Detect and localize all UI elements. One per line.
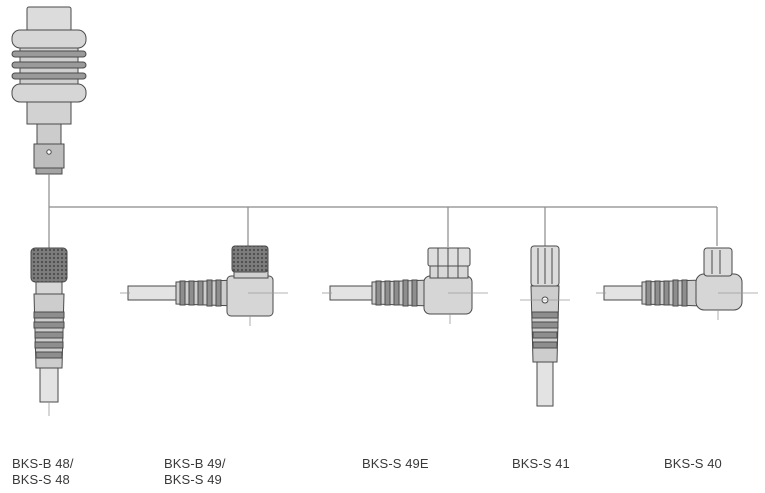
label-bks-s49e-line1: BKS-S 49E xyxy=(362,456,429,471)
connector-bks-b48-icon xyxy=(30,247,68,403)
label-bks-s41-line1: BKS-S 41 xyxy=(512,456,570,471)
label-bks-b49-line1: BKS-B 49/ xyxy=(164,456,226,471)
connector-bks-s49e-icon xyxy=(329,247,473,315)
connector-bks-s49e-axis xyxy=(322,292,488,324)
label-bks-b48-line1: BKS-B 48/ xyxy=(12,456,74,471)
label-bks-b49-line2: BKS-S 49 xyxy=(164,472,222,487)
connector-bks-s40-icon xyxy=(603,247,743,311)
label-bks-b49: BKS-B 49/ BKS-S 49 xyxy=(164,456,226,488)
label-bks-b48: BKS-B 48/ BKS-S 48 xyxy=(12,456,74,488)
sensor-icon xyxy=(11,6,87,175)
label-bks-s40: BKS-S 40 xyxy=(664,456,722,472)
connector-bks-s41-icon xyxy=(530,245,560,407)
connector-bks-b49-axis xyxy=(120,292,288,326)
label-bks-b48-line2: BKS-S 48 xyxy=(12,472,70,487)
label-bks-s40-line1: BKS-S 40 xyxy=(664,456,722,471)
label-bks-s41: BKS-S 41 xyxy=(512,456,570,472)
connection-lines xyxy=(48,174,718,248)
connector-bks-b49-icon xyxy=(127,245,274,317)
label-bks-s49e: BKS-S 49E xyxy=(362,456,429,472)
connector-bks-s40-axis xyxy=(596,292,758,320)
